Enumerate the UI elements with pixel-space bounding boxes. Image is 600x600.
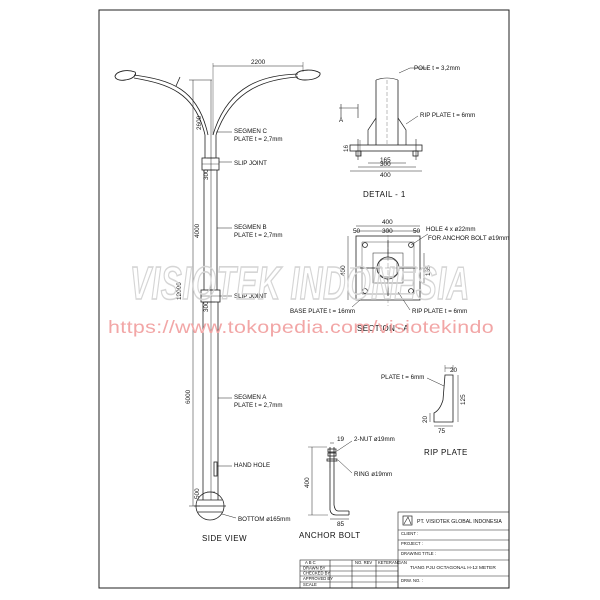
rip-plate-thickness-label: PLATE t = 6mm [381, 374, 424, 381]
section-rip-plate-label: RIP PLATE t = 6mm [412, 308, 467, 315]
watermark-brand: VISIOTEK INDONESIA [130, 257, 470, 309]
detail-dim-400: 400 [380, 172, 391, 179]
detail-1-text: POLE t = 3,2mm RIP PLATE t = 6mm A 16 16… [339, 65, 475, 199]
dim-lower-joint: 300 [203, 301, 210, 312]
segmen-a-label: SEGMEN A [234, 394, 267, 401]
side-view [114, 62, 321, 521]
detail-1 [339, 67, 428, 172]
rip-dim-20-left: 20 [422, 415, 429, 423]
segmen-a-plate: PLATE t = 2,7mm [234, 402, 283, 409]
anchor-bolt-caption: ANCHOR BOLT [299, 531, 361, 540]
anchor-dim-400: 400 [304, 477, 311, 488]
dim-middle: 4000 [194, 223, 201, 238]
anchor-dim-85: 85 [337, 521, 345, 528]
tb-project: PROJECT : [401, 541, 423, 546]
section-a [347, 225, 429, 311]
anchor-dim-19: 19 [337, 436, 345, 443]
tb-col-a: A B C [305, 560, 316, 565]
dim-arm-span: 2200 [251, 59, 266, 66]
tb-drawing-title: TIANG PJU OCTAGONAL H-12 METER [410, 565, 496, 571]
rip-dim-20-top: 20 [450, 367, 458, 374]
rip-plate-detail [426, 365, 459, 427]
tb-r3: APPROVED BY [303, 576, 333, 581]
tb-r2: CHECKED BY [303, 571, 330, 576]
tb-client: CLIENT : [401, 531, 418, 536]
detail-dim-165: 165 [380, 157, 391, 164]
double-arm [133, 73, 299, 136]
dim-total: 12000 [176, 282, 183, 300]
rip-dim-75: 75 [438, 428, 446, 435]
slip-joint-label-1: SLIP JOINT [234, 160, 267, 167]
hole-label: HOLE 4 x ø22mm [426, 226, 476, 233]
section-dim-400-top: 400 [382, 219, 393, 226]
section-mark-a: A [339, 117, 344, 124]
detail-1-caption: DETAIL - 1 [363, 190, 406, 199]
slip-joint-label-2: SLIP JOINT [234, 293, 267, 300]
watermark: VISIOTEK INDONESIA https://www.tokopedia… [108, 256, 494, 337]
vertical-dimensions [189, 79, 215, 507]
title-block-text: PT. VISIOTEK GLOBAL INDONESIA CLIENT : P… [303, 519, 502, 587]
detail-dim-height: 16 [343, 144, 350, 152]
anchor-nut-label: 2-NUT ø19mm [354, 436, 395, 443]
segmen-c-label: SEGMEN C [234, 128, 268, 135]
section-dim-50-left: 50 [353, 228, 361, 235]
section-dim-50-right: 50 [413, 228, 421, 235]
section-dim-400-side: 400 [340, 265, 347, 276]
side-view-text: 2200 2600 300 4000 12000 300 6000 500 SE… [176, 59, 291, 543]
detail-dim-300: 300 [380, 161, 391, 168]
section-dim-300: 300 [382, 228, 393, 235]
tb-r4: SCALE [303, 582, 317, 587]
anchor-ring-label: RING ø19mm [354, 471, 392, 478]
hand-hole-label: HAND HOLE [234, 462, 270, 469]
lamp-head-right [295, 69, 321, 81]
segmen-c-plate: PLATE t = 2,7mm [234, 136, 283, 143]
rip-dim-125: 125 [460, 394, 467, 405]
watermark-url: https://www.tokopedia.com/visiotekindo [108, 317, 494, 337]
lamp-head-left [114, 70, 136, 81]
base-plate-label: BASE PLATE t = 16mm [290, 308, 355, 315]
tb-drawing-title-row: DRAWING TITLE : [401, 551, 436, 556]
tb-r1: DRAWN BY [303, 566, 326, 571]
tb-col-b: NO. REV [355, 560, 372, 565]
pole-shaft [202, 135, 219, 500]
slip-joint-upper [201, 157, 220, 171]
bottom-label: BOTTOM ø165mm [238, 516, 291, 523]
hole-label-2: FOR ANCHOR BOLT ø19mm [428, 235, 509, 242]
dim-base: 500 [194, 488, 201, 499]
rip-plate-text: PLATE t = 6mm 20 125 20 75 RIP PLATE [381, 367, 468, 457]
pole-thickness-label: POLE t = 3,2mm [414, 65, 460, 72]
company-name: PT. VISIOTEK GLOBAL INDONESIA [417, 519, 502, 525]
rip-plate-caption: RIP PLATE [424, 448, 468, 457]
dim-top: 2600 [196, 115, 203, 130]
side-view-leaders [216, 131, 237, 519]
section-a-caption: SECTION - A [357, 324, 409, 333]
hand-hole [213, 461, 218, 477]
title-block [299, 511, 510, 589]
dim-upper-joint: 300 [203, 169, 210, 180]
segmen-b-label: SEGMEN B [234, 224, 267, 231]
segmen-b-plate: PLATE t = 2,7mm [234, 232, 283, 239]
tb-drw-no: DRW. NO. : [401, 578, 423, 583]
anchor-bolt-text: 2-NUT ø19mm RING ø19mm 19 400 85 ANCHOR … [299, 436, 395, 540]
detail-rip-plate-label: RIP PLATE t = 6mm [420, 112, 475, 119]
anchor-bolt-detail [308, 440, 353, 520]
side-view-caption: SIDE VIEW [202, 534, 247, 543]
section-dim-165: 165 [425, 265, 432, 276]
dim-bottom: 6000 [185, 389, 192, 404]
tb-col-c: KETERANGAN [378, 560, 407, 565]
section-a-text: 400 50 300 50 400 165 HOLE 4 x ø22mm FOR… [290, 219, 509, 333]
